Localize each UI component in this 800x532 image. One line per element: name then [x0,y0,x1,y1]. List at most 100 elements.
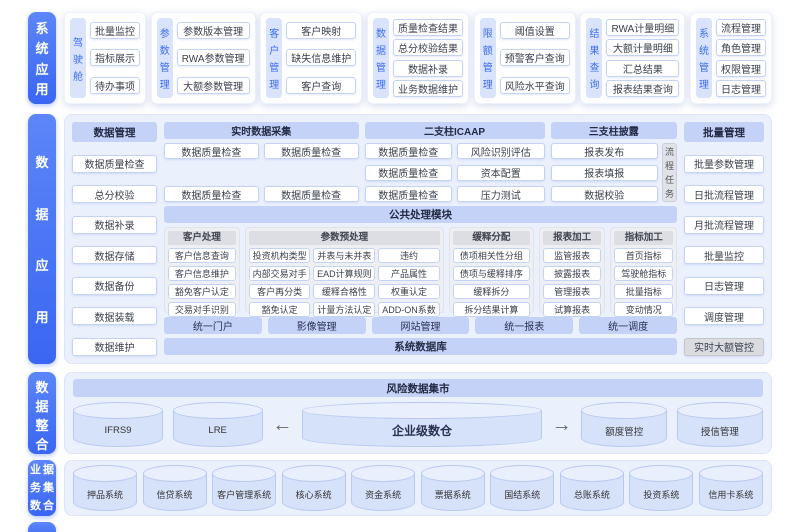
pillar3-items: 报表发布报表填报数据校验 [550,143,658,202]
source-systems-row: 押品系统 信贷系统 客户管理系统 核心系统 资金系统 [64,460,772,516]
app-button: 风险水平查询 [499,76,570,94]
source-system-label: 投资系统 [643,489,680,500]
icaap-button: 数据质量检查 [364,164,453,181]
app-group-data: 数据管理 质量检查结果总分校验结果数据补录业务数据维护 [366,12,469,104]
process-button: EAD计算规则 [313,266,376,281]
data-application-middle: 实时数据采集 数据质量检查数据质量检查数据质量检查数据质量检查 二支柱ICAAP… [164,122,677,356]
band-label-data-integration: 数据整合 [28,372,56,454]
datastore-label: LRE [208,425,227,436]
common-group-header: 报表加工 [542,231,602,245]
app-button: 阈值设置 [499,22,570,40]
app-button: 待办事项 [90,76,140,94]
unified-service-chip: 统一报表 [475,317,574,334]
icaap-grid: 数据质量检查风险识别评估数据质量检查资本配置数据质量检查压力测试 [364,143,545,202]
process-button: 客户再分类 [248,284,311,299]
batch-button: 日志管理 [684,276,764,295]
arrow-left-icon: ← [272,413,293,436]
app-button: 质量检查结果 [392,18,463,36]
icaap-button: 资本配置 [457,164,545,181]
app-group-system: 系统管理 流程管理角色管理权限管理日志管理 [689,12,772,104]
app-button: 角色管理 [715,39,766,57]
source-system-cylinder: 核心系统 [281,465,346,511]
app-group-items: RWA计量明细大额计量明细汇总结果报表结果查询 [606,18,680,98]
batch-button: 月批流程管理 [684,215,764,234]
app-button: RWA参数管理 [176,49,250,67]
unified-services-row: 统一门户影像管理网站管理统一报表统一调度 [164,317,677,334]
app-group-items: 客户映射缺失信息维护客户查询 [286,18,357,98]
common-group-customer-processing: 客户处理 客户信息查询客户信息维护豁免客户认定交易对手识别 [164,227,240,317]
app-button: 客户映射 [286,22,357,40]
data-management-button: 数据装载 [72,307,157,326]
app-button: 报表结果查询 [606,80,680,98]
app-button: RWA计量明细 [606,18,680,36]
process-button: 批量指标 [614,284,673,299]
collection-sections-row: 实时数据采集 数据质量检查数据质量检查数据质量检查数据质量检查 二支柱ICAAP… [164,122,677,202]
source-system-label: 信用卡系统 [708,489,754,500]
app-group-label: 驾驶舱 [70,18,86,98]
process-button: 拆分结果计算 [452,302,530,317]
data-management-button: 数据补录 [72,215,157,234]
app-group-limit: 限额管理 阈值设置预警客户查询风险水平查询 [473,12,576,104]
quality-check-button: 数据质量检查 [263,186,359,202]
band-data-integration: 数据整合 风险数据集市 IFRS9 LRE ← [28,372,772,454]
app-group-label: 限额管理 [479,18,496,98]
process-button: 管理报表 [542,284,602,299]
unified-service-chip: 统一门户 [164,317,262,334]
app-button: 权限管理 [715,59,766,77]
app-button: 数据补录 [392,59,463,77]
unified-service-chip: 统一调度 [579,317,677,334]
process-button: 变动情况 [614,302,673,317]
data-management-column: 数据管理 数据质量检查总分校验数据补录数据存储数据备份数据装载数据维护 [72,122,157,356]
app-group-cockpit: 驾驶舱 批量监控指标展示待办事项 [64,12,146,104]
source-system-label: 国结系统 [504,489,541,500]
source-system-cylinder: 押品系统 [73,465,137,511]
section-realtime-collection: 实时数据采集 数据质量检查数据质量检查数据质量检查数据质量检查 [164,122,359,202]
process-button: 客户信息查询 [168,248,236,263]
process-button: 缓释合格性 [313,284,376,299]
arrow-right-icon: → [551,413,572,436]
process-button: 披露报表 [542,266,602,281]
datastore-label: 额度管控 [605,426,644,438]
app-button: 流程管理 [715,18,766,36]
source-system-cylinder: 总账系统 [559,465,624,511]
process-task-tab: 流程任务 [662,143,677,202]
quality-check-button: 数据质量检查 [263,143,359,159]
data-management-button: 数据存储 [72,246,157,265]
source-system-cylinder: 国结系统 [490,465,555,511]
data-management-header: 数据管理 [72,122,157,142]
process-button: 计量方法认定 [313,302,376,317]
unified-service-chip: 影像管理 [267,317,366,334]
icaap-button: 数据质量检查 [364,143,453,159]
source-system-label: 资金系统 [365,489,402,500]
app-button: 大额参数管理 [176,76,250,94]
process-button: 权重认定 [378,284,440,299]
app-group-label: 结果查询 [586,18,603,98]
app-button: 缺失信息维护 [286,49,357,67]
source-system-label: 押品系统 [86,489,123,500]
icaap-button: 压力测试 [457,186,545,202]
app-button: 预警客户查询 [499,49,570,67]
data-management-button: 数据质量检查 [72,154,157,173]
data-integration-content: 风险数据集市 IFRS9 LRE ← 企业级数仓 [64,372,772,454]
icaap-button: 风险识别评估 [457,143,545,159]
common-group-grid: 客户信息查询客户信息维护豁免客户认定交易对手识别 [168,248,236,317]
common-group-header: 参数预处理 [248,231,440,245]
common-group-indicator-processing: 指标加工 首页指标驾驶舱指标批量指标变动情况 [610,227,677,317]
app-group-label: 系统管理 [695,18,712,98]
data-management-button: 总分校验 [72,185,157,204]
pillar3-body: 报表发布报表填报数据校验 流程任务 [550,143,677,202]
realtime-collection-header: 实时数据采集 [164,122,359,139]
datastore-label: IFRS9 [104,425,132,436]
source-system-label: 总账系统 [573,489,610,500]
source-system-cylinder: 投资系统 [629,465,694,511]
pillar3-button: 报表发布 [550,143,658,159]
enterprise-warehouse-cylinder: 企业级数仓 [301,402,542,447]
common-module-groups: 客户处理 客户信息查询客户信息维护豁免客户认定交易对手识别 参数预处理 投资机构… [164,227,677,317]
data-management-button: 数据维护 [72,337,157,356]
unified-service-chip: 网站管理 [371,317,470,334]
